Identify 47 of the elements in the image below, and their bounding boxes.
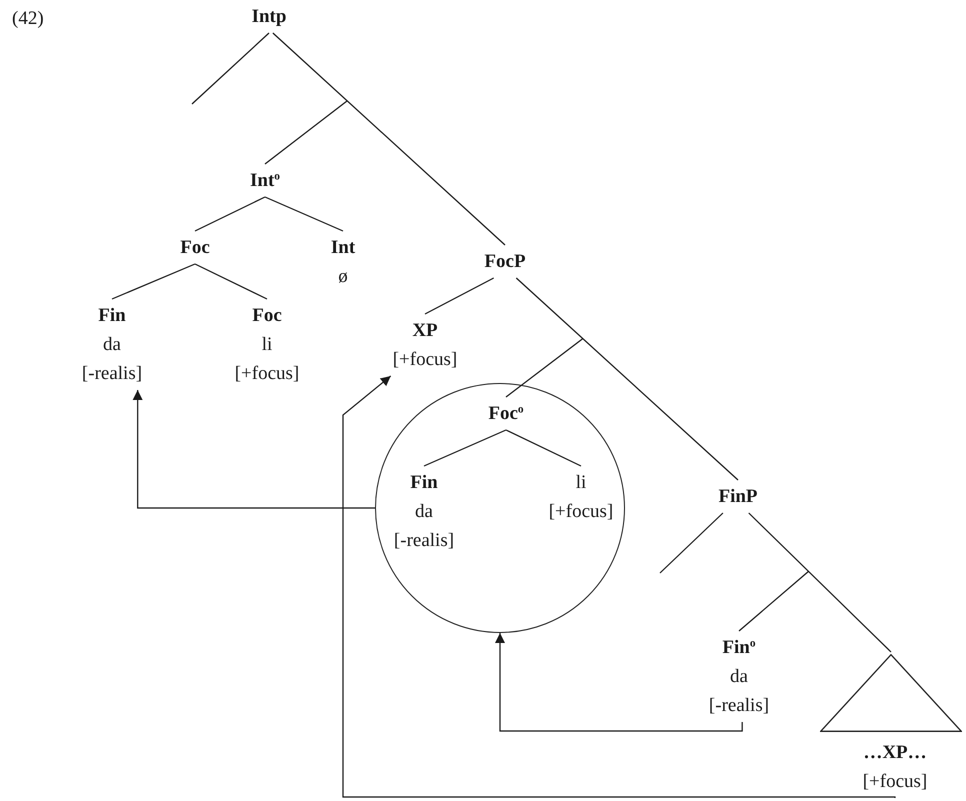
- category-label: Foc: [251, 304, 283, 328]
- category-label: XP: [411, 319, 439, 343]
- triangle: [820, 654, 962, 732]
- tree-branch: [506, 338, 584, 398]
- feature-label: [-realis]: [80, 362, 144, 386]
- tree-branch: [738, 570, 809, 632]
- category-label: Fin: [409, 471, 439, 495]
- tree-branch: [424, 429, 506, 467]
- tree-branch: [194, 196, 266, 232]
- tree-branch: [516, 278, 738, 480]
- feature-label: da: [414, 500, 434, 524]
- feature-label: li: [260, 333, 274, 357]
- tree-branch: [424, 277, 494, 315]
- category-label: Fin$^{o}$: [721, 636, 757, 660]
- category-label: Foc$^{o}$: [487, 402, 525, 426]
- category-label: Int: [330, 236, 356, 260]
- tree-branch: [264, 196, 344, 232]
- category-label: Fin: [97, 304, 127, 328]
- circle: [375, 383, 625, 633]
- feature-label: [+focus]: [234, 362, 300, 386]
- tree-branch: [112, 263, 196, 300]
- feature-label: [+focus]: [548, 500, 614, 524]
- tree-branch: [194, 263, 268, 300]
- feature-label: ø: [337, 265, 349, 289]
- feature-label: [-realis]: [392, 529, 456, 553]
- tree-branch: [506, 429, 582, 467]
- tree-branch: [272, 32, 506, 246]
- category-label: Int$^{o}$: [249, 169, 281, 193]
- example-number: (42): [12, 7, 44, 31]
- movement-arrow: [132, 390, 375, 509]
- feature-label: [+focus]: [862, 770, 928, 794]
- tree-branch: [748, 512, 892, 652]
- feature-label: da: [102, 333, 122, 357]
- category-label: Foc: [179, 236, 211, 260]
- feature-label: [+focus]: [392, 348, 458, 372]
- movement-arrow: [495, 633, 743, 732]
- tree-branch: [264, 100, 348, 164]
- tree-branch: [192, 32, 270, 104]
- category-label: …XP…: [862, 741, 928, 765]
- category-label: FocP: [483, 250, 527, 274]
- category-label: Intp: [250, 5, 288, 29]
- feature-label: li: [574, 471, 588, 495]
- category-label: FinP: [717, 485, 759, 509]
- feature-label: [-realis]: [708, 694, 770, 718]
- tree-branch: [660, 512, 724, 574]
- movement-arrow: [342, 376, 896, 799]
- feature-label: da: [729, 665, 749, 689]
